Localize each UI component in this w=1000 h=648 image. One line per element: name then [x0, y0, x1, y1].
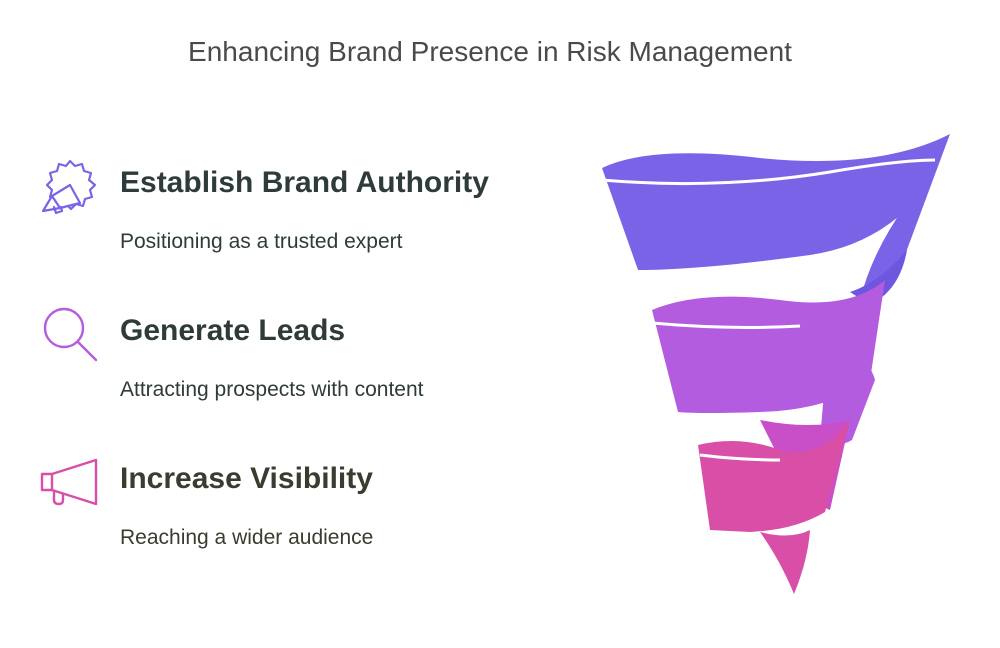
search-icon	[40, 304, 100, 364]
funnel-band-middle	[652, 280, 885, 413]
megaphone-badge-icon	[40, 156, 100, 216]
item-description: Reaching a wider audience	[120, 526, 374, 549]
item-description: Attracting prospects with content	[120, 378, 424, 401]
item-heading: Generate Leads	[120, 314, 346, 347]
item-description: Positioning as a trusted expert	[120, 230, 403, 253]
funnel-tip	[760, 530, 810, 594]
funnel-band-top-tail	[850, 250, 907, 305]
item-heading: Establish Brand Authority	[120, 166, 489, 199]
megaphone-icon	[40, 452, 100, 512]
list-item-generate-leads: Generate Leads Attracting prospects with…	[40, 296, 560, 416]
spiral-funnel-graphic	[580, 120, 980, 610]
diagram-title: Enhancing Brand Presence in Risk Managem…	[188, 36, 792, 67]
list-item-brand-authority: Establish Brand Authority Positioning as…	[40, 148, 560, 268]
item-heading: Increase Visibility	[120, 462, 373, 495]
list-item-increase-visibility: Increase Visibility Reaching a wider aud…	[40, 444, 560, 564]
funnel-band-bottom	[698, 420, 850, 532]
